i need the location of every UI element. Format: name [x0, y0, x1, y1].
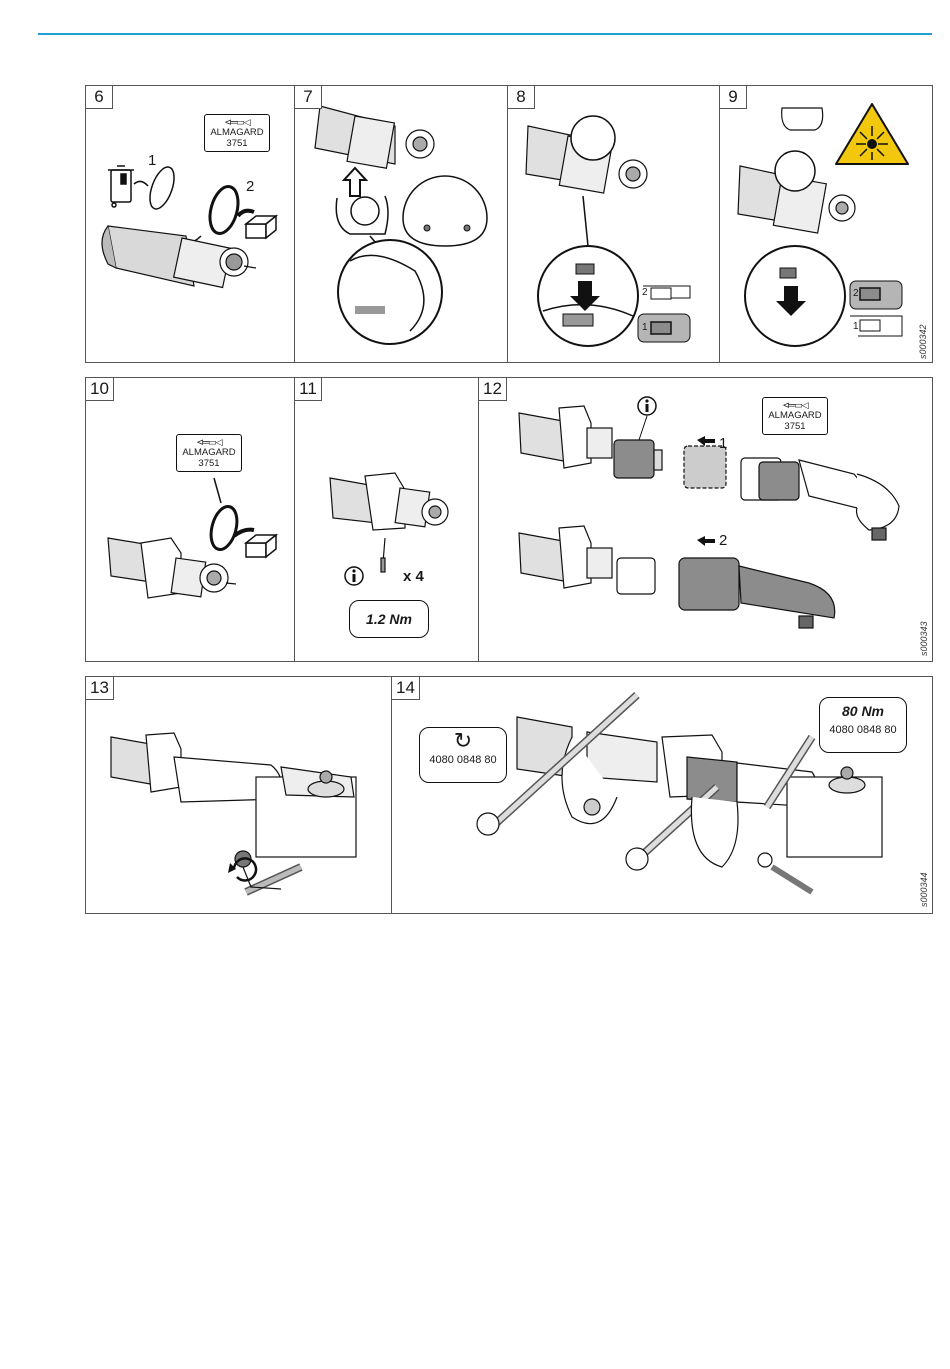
lubricant-label: ⊲═▭◁ ALMAGARD 3751 [762, 397, 828, 435]
box-icon [246, 216, 276, 238]
laser-warning-icon [836, 104, 908, 164]
lubricant-code: 3751 [784, 421, 805, 432]
lubricant-name: ALMAGARD [210, 127, 263, 138]
step-6-label-2: 2 [246, 178, 254, 195]
lubricant-code: 3751 [226, 138, 247, 149]
step-11-panel: 11 x 4 1.2 Nm [295, 378, 479, 661]
step-number: 14 [392, 677, 420, 700]
step-12-arrow-1-label: 1 [719, 435, 727, 452]
step-7-illustration [295, 86, 508, 362]
selector-option-top: 2 [853, 288, 859, 299]
figure-row-3: 13 14 [85, 676, 933, 914]
step-number: 10 [86, 378, 114, 401]
step-number: 9 [720, 86, 747, 109]
step-9-panel: 9 2 1 s000342 [720, 86, 932, 362]
torque-wrench-badge-right: 80 Nm 4080 0848 80 [819, 697, 907, 753]
figure-code: s000343 [919, 621, 929, 656]
step-9-illustration [720, 86, 932, 362]
info-icon [345, 567, 363, 585]
tool-number: 4080 0848 80 [420, 754, 506, 766]
selector-option-top: 2 [642, 287, 648, 298]
step-10-panel: 10 ⊲═▭◁ ALMAGARD 3751 [86, 378, 295, 661]
step-12-panel: 12 [479, 378, 932, 661]
figure-code: s000342 [918, 324, 928, 359]
step-13-panel: 13 [86, 677, 392, 913]
step-number: 6 [86, 86, 113, 109]
lubricant-gun-icon: ⊲═▭◁ [766, 400, 824, 410]
figure-code: s000344 [919, 872, 929, 907]
lubricant-code: 3751 [198, 458, 219, 469]
lubricant-gun-icon: ⊲═▭◁ [180, 437, 238, 447]
step-10-illustration [86, 378, 295, 661]
step-8-panel: 8 2 1 [508, 86, 720, 362]
step-number: 11 [295, 378, 322, 401]
torque-badge: 1.2 Nm [349, 600, 429, 638]
step-12-arrow-2-label: 2 [719, 532, 727, 549]
tool-number: 4080 0848 80 [820, 724, 906, 736]
trash-bin-icon [108, 166, 134, 207]
lubricant-label: ⊲═▭◁ ALMAGARD 3751 [204, 114, 270, 152]
step-number: 8 [508, 86, 535, 109]
box-icon [246, 535, 276, 557]
figure-row-2: 10 ⊲═▭◁ ALMAGARD 3751 [85, 377, 933, 662]
step-6-label-1: 1 [148, 152, 156, 169]
lubricant-label: ⊲═▭◁ ALMAGARD 3751 [176, 434, 242, 472]
info-icon [638, 397, 656, 415]
step-14-panel: 14 [392, 677, 932, 913]
header-rule [38, 33, 932, 35]
torque-value: 1.2 Nm [366, 611, 412, 627]
step-number: 12 [479, 378, 507, 401]
lubricant-name: ALMAGARD [182, 447, 235, 458]
lubricant-name: ALMAGARD [768, 410, 821, 421]
selector-option-bottom: 1 [642, 322, 648, 333]
step-number: 13 [86, 677, 114, 700]
torque-value: 80 Nm [820, 698, 906, 724]
step-12-illustration [479, 378, 932, 661]
selector-option-bottom: 1 [853, 321, 859, 332]
step-7-panel: 7 [295, 86, 508, 362]
step-6-panel: 6 [86, 86, 295, 362]
screw-quantity: x 4 [403, 568, 424, 585]
rotate-arrow-icon: ↻ [420, 728, 506, 754]
step-number: 7 [295, 86, 322, 109]
step-8-illustration [508, 86, 720, 362]
lubricant-gun-icon: ⊲═▭◁ [208, 117, 266, 127]
figure-row-1: 6 [85, 85, 933, 363]
torque-wrench-badge-left: ↻ 4080 0848 80 [419, 727, 507, 783]
step-13-illustration [86, 677, 392, 913]
